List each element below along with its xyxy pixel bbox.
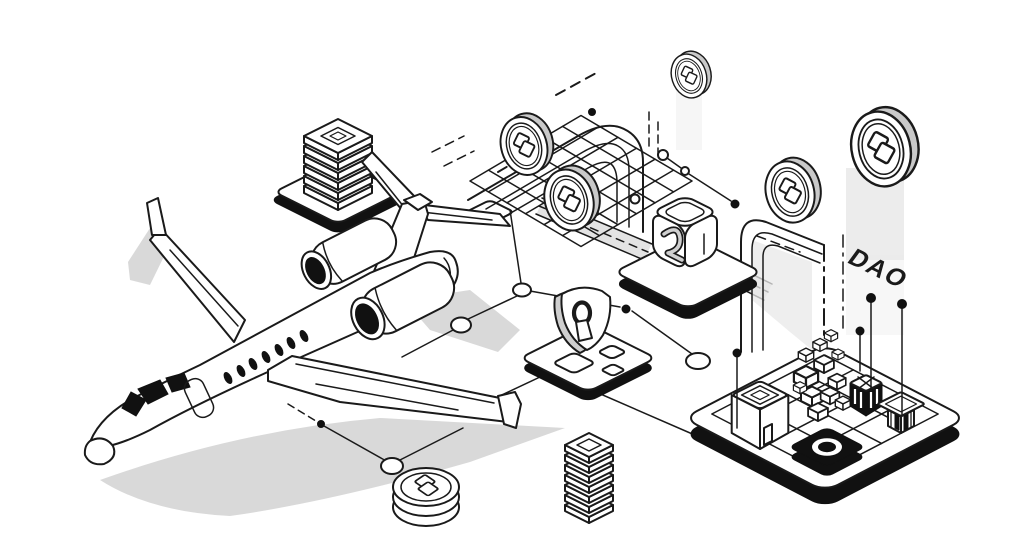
data-tower — [564, 432, 614, 524]
node-ring — [657, 149, 669, 161]
node-dot — [588, 108, 596, 116]
platform-pins — [732, 293, 907, 429]
maze-cube — [730, 381, 790, 450]
node-ring — [629, 193, 641, 205]
node-ring — [450, 316, 472, 334]
crypto-coin — [757, 151, 829, 230]
left-wing — [149, 227, 246, 343]
dao-platform — [685, 293, 967, 508]
shield-lock-icon — [553, 286, 612, 355]
engine-front — [300, 217, 398, 290]
node-ellipse — [685, 352, 711, 370]
private-jet — [83, 135, 522, 466]
ring-tile — [789, 427, 865, 477]
node-dot — [730, 199, 740, 209]
data-stack-platform — [270, 118, 406, 234]
left-winglet — [146, 197, 167, 236]
bank-building — [877, 392, 925, 434]
cabin-door — [183, 377, 215, 419]
right-wing — [267, 355, 522, 429]
pipe-arch-left — [467, 71, 659, 233]
security-shield-platform — [520, 286, 656, 402]
smart-contract-cube-platform — [614, 196, 761, 321]
node-ring — [512, 282, 532, 298]
node-ring — [680, 166, 690, 176]
flat-coin-stack — [392, 467, 460, 527]
coin-stack-connector — [287, 403, 464, 475]
crypto-coin — [664, 45, 718, 104]
pipe-arch-right — [740, 219, 844, 353]
cabin-windows — [223, 330, 309, 384]
x-cube — [849, 375, 883, 417]
engine-rear — [350, 261, 456, 341]
node-dot — [621, 304, 631, 314]
right-winglet — [497, 391, 522, 429]
nose-cap — [83, 437, 116, 466]
smart-contract-cube — [652, 196, 717, 270]
